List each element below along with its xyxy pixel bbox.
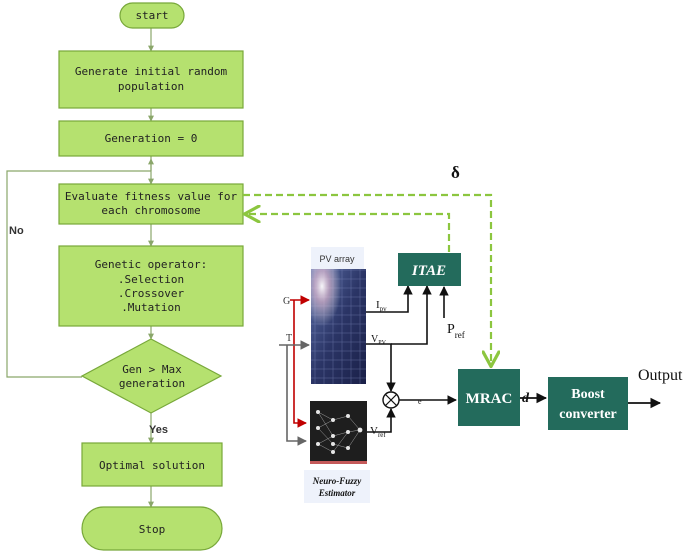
vpv-label-sub: PV bbox=[378, 340, 386, 346]
mrac-block bbox=[458, 369, 520, 426]
init-population-box bbox=[58, 50, 244, 109]
init-label-line1: Generate initial random bbox=[75, 65, 228, 78]
itae-feedback-dashed-arrow bbox=[246, 214, 451, 252]
neuro-fuzzy-nodes bbox=[316, 410, 363, 454]
vref-label: Vref bbox=[370, 425, 386, 439]
stop-label: Stop bbox=[139, 523, 166, 536]
output-label: Output bbox=[638, 367, 683, 384]
irradiance-input-label: G bbox=[283, 296, 290, 307]
optimal-label: Optimal solution bbox=[99, 459, 205, 472]
max-generation-decision bbox=[80, 338, 223, 414]
ipv-to-itae-arrow bbox=[366, 285, 413, 313]
start-terminal bbox=[119, 2, 185, 29]
vref-label-main: V bbox=[370, 425, 378, 437]
mrac-label: MRAC bbox=[466, 391, 513, 407]
neuro-fuzzy-baseline bbox=[310, 461, 367, 464]
genetic-label-line1: Genetic operator: bbox=[95, 258, 208, 271]
decision-label-line2: generation bbox=[119, 377, 185, 390]
duty-cycle-label: d bbox=[522, 391, 530, 406]
itae-label: ITAE bbox=[411, 263, 446, 279]
pref-label: Pref bbox=[447, 322, 465, 340]
delta-label: δ bbox=[451, 163, 460, 182]
boost-label-line1: Boost bbox=[571, 387, 605, 402]
genetic-label-line3: .Crossover bbox=[118, 287, 185, 300]
init-label-line2: population bbox=[118, 80, 184, 93]
decision-label-line1: Gen > Max bbox=[122, 363, 182, 376]
evaluate-label-line1: Evaluate fitness value for bbox=[65, 190, 238, 203]
neuro-fuzzy-label-line2: Estimator bbox=[318, 488, 356, 498]
vref-to-comparator-arrow bbox=[367, 408, 396, 433]
genetic-operator-box bbox=[58, 245, 244, 327]
pref-label-main: P bbox=[447, 322, 455, 337]
vpv-label: VPV bbox=[371, 334, 387, 346]
error-label: e bbox=[418, 397, 422, 406]
neuro-fuzzy-caption-box bbox=[304, 470, 370, 503]
start-label: start bbox=[135, 9, 168, 22]
generation-label: Generation = 0 bbox=[105, 132, 198, 145]
pref-label-sub: ref bbox=[455, 330, 465, 340]
pv-array-sunlight bbox=[311, 269, 366, 384]
optimal-solution-box bbox=[81, 442, 223, 487]
summing-junction-cross-b bbox=[385, 394, 397, 406]
feedback-links: δ bbox=[243, 163, 491, 365]
flowchart: start Generate initial random population… bbox=[6, 2, 244, 551]
vpv-label-main: V bbox=[371, 334, 379, 345]
ipv-label-main: I bbox=[376, 299, 380, 311]
stop-terminal bbox=[81, 506, 223, 551]
vpv-to-itae-arrow bbox=[391, 285, 432, 345]
vpv-to-comparator-arrow bbox=[366, 343, 396, 392]
pv-array-label: PV array bbox=[319, 254, 355, 264]
itae-block bbox=[398, 253, 461, 286]
control-system: PV array Neuro-Fuzzy Estimator G bbox=[279, 247, 683, 503]
ipv-label-sub: pv bbox=[380, 305, 388, 313]
temperature-input-label: T bbox=[286, 333, 292, 344]
ipv-label: Ipv bbox=[376, 299, 387, 313]
generation-box bbox=[58, 120, 244, 157]
pv-array-caption-box bbox=[311, 247, 364, 269]
evaluate-label-line2: each chromosome bbox=[101, 204, 200, 217]
neuro-fuzzy-connections bbox=[317, 411, 361, 453]
no-branch-label: No bbox=[9, 225, 24, 237]
boost-label-line2: converter bbox=[559, 407, 617, 422]
yes-branch-label: Yes bbox=[149, 424, 168, 436]
delta-dashed-arrow bbox=[243, 193, 491, 365]
evaluate-fitness-box bbox=[58, 183, 244, 225]
genetic-label-line2: .Selection bbox=[118, 273, 184, 286]
temperature-to-estimator-arrow bbox=[286, 345, 307, 446]
boost-converter-block bbox=[548, 377, 628, 430]
loop-back-line bbox=[6, 170, 151, 378]
irradiance-to-estimator-arrow bbox=[293, 300, 307, 428]
neuro-fuzzy-label-line1: Neuro-Fuzzy bbox=[312, 476, 363, 486]
genetic-label-line4: .Mutation bbox=[121, 301, 181, 314]
vref-label-sub: ref bbox=[378, 431, 386, 439]
